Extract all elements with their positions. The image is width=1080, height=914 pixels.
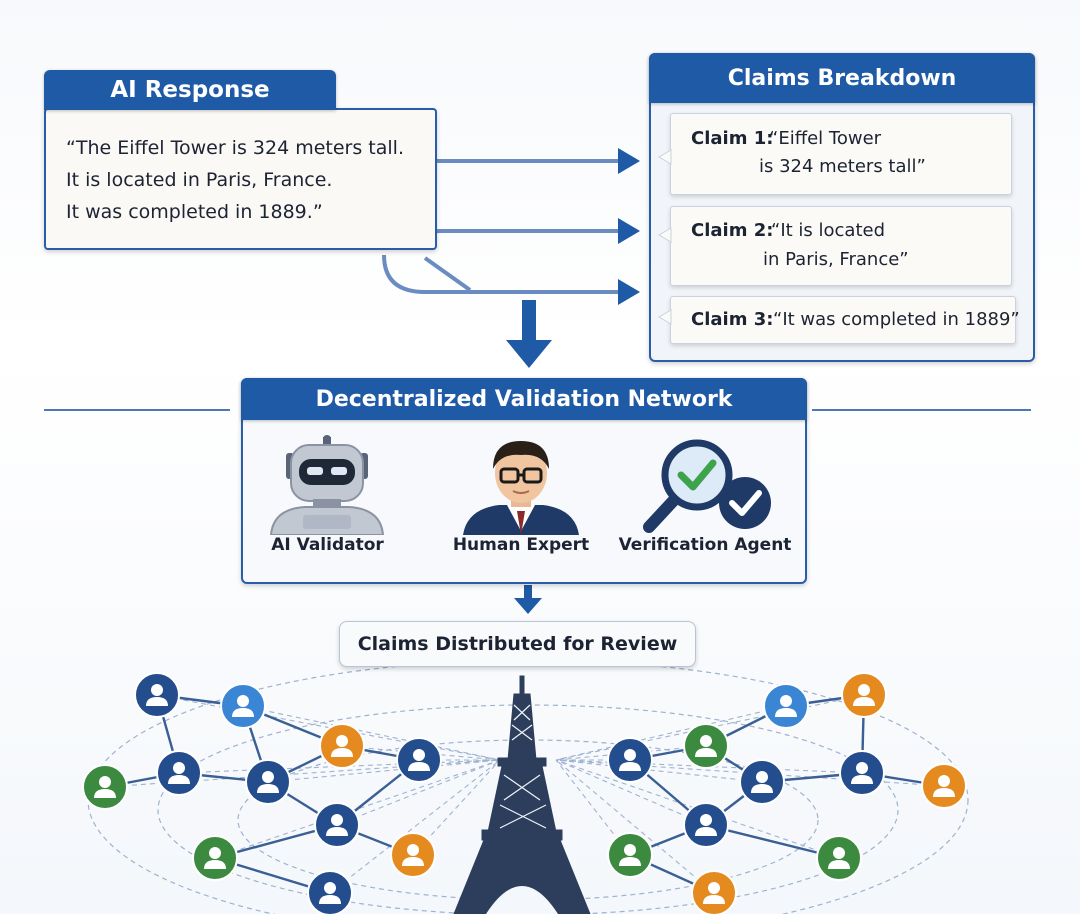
small-arrow-shaft xyxy=(524,585,532,599)
claim-3-line-1: “It was completed in 1889” xyxy=(773,309,1020,330)
arrowhead-claim-3 xyxy=(618,279,640,305)
small-arrow-head xyxy=(514,598,542,614)
human-expert: Human Expert xyxy=(441,435,601,565)
ai-response-line-2: It is located in Paris, France. xyxy=(66,169,333,191)
network-spoke xyxy=(555,705,787,761)
user-node-icon xyxy=(156,750,202,796)
claim-card-3: Claim 3: “It was completed in 1889” xyxy=(670,296,1020,344)
ai-validator-label: AI Validator xyxy=(271,535,384,555)
claim-2-label: Claim 2: xyxy=(691,220,774,241)
ai-response-line-3: It was completed in 1889.” xyxy=(66,201,323,223)
user-node-icon xyxy=(691,870,737,914)
user-node-icon xyxy=(307,870,353,914)
user-node-icon xyxy=(683,723,729,769)
claim-2-line-2: in Paris, France” xyxy=(763,249,909,270)
verification-agent: Verification Agent xyxy=(615,435,795,565)
ai-response-card xyxy=(44,108,437,250)
arrowhead-claim-2 xyxy=(618,218,640,244)
ai-response-title: AI Response xyxy=(44,70,336,110)
user-node-icon xyxy=(816,835,862,881)
user-node-icon xyxy=(763,683,809,729)
arrowhead-claim-1 xyxy=(618,148,640,174)
ai-validator: AI Validator xyxy=(255,435,400,565)
user-node-icon xyxy=(841,672,887,718)
network-spoke xyxy=(555,759,707,826)
user-node-icon xyxy=(839,750,885,796)
claim-1-line-2: is 324 meters tall” xyxy=(759,156,926,177)
user-node-icon xyxy=(607,832,653,878)
user-node-icon xyxy=(134,672,180,718)
user-node-icon xyxy=(921,763,967,809)
branch-curve xyxy=(423,256,472,292)
claim-1-line-1: “Eiffel Tower xyxy=(769,128,882,149)
human-expert-label: Human Expert xyxy=(452,535,590,555)
user-node-icon xyxy=(319,723,365,769)
user-node-icon xyxy=(192,835,238,881)
arrow-to-claim-3 xyxy=(382,254,620,294)
person-with-glasses-icon xyxy=(463,441,579,535)
user-node-icon xyxy=(245,759,291,805)
robot-icon xyxy=(269,435,385,536)
user-node-icon xyxy=(390,832,436,878)
network-spoke xyxy=(242,705,501,761)
network-spoke xyxy=(267,759,501,783)
user-node-icon xyxy=(607,737,653,783)
claims-distributed-label: Claims Distributed for Review xyxy=(339,621,696,667)
network-spoke xyxy=(555,759,715,894)
user-node-icon xyxy=(396,737,442,783)
claim-3-label: Claim 3: xyxy=(691,309,774,330)
network-spoke xyxy=(555,759,840,859)
verification-agent-label: Verification Agent xyxy=(618,535,792,555)
down-arrow-shaft xyxy=(522,300,536,342)
ai-response-line-1: “The Eiffel Tower is 324 meters tall. xyxy=(66,137,404,159)
claim-card-1: Claim 1: “Eiffel Tower is 324 meters tal… xyxy=(670,113,1012,195)
claim-2-line-1: “It is located xyxy=(771,220,886,241)
user-node-icon xyxy=(683,802,729,848)
user-node-icon xyxy=(739,759,785,805)
network-spoke xyxy=(336,759,501,826)
user-node-icon xyxy=(314,802,360,848)
magnifier-check-icon xyxy=(643,439,771,533)
claim-1-label: Claim 1: xyxy=(691,128,774,149)
user-node-icon xyxy=(82,764,128,810)
network-spoke xyxy=(555,759,763,783)
validation-network-title: Decentralized Validation Network xyxy=(241,378,807,420)
user-node-icon xyxy=(220,683,266,729)
ai-response-text: “The Eiffel Tower is 324 meters tall. It… xyxy=(66,132,426,228)
claims-breakdown-title: Claims Breakdown xyxy=(649,53,1035,103)
claim-card-2: Claim 2: “It is located in Paris, France… xyxy=(670,206,1012,286)
down-arrow-head xyxy=(506,340,552,368)
